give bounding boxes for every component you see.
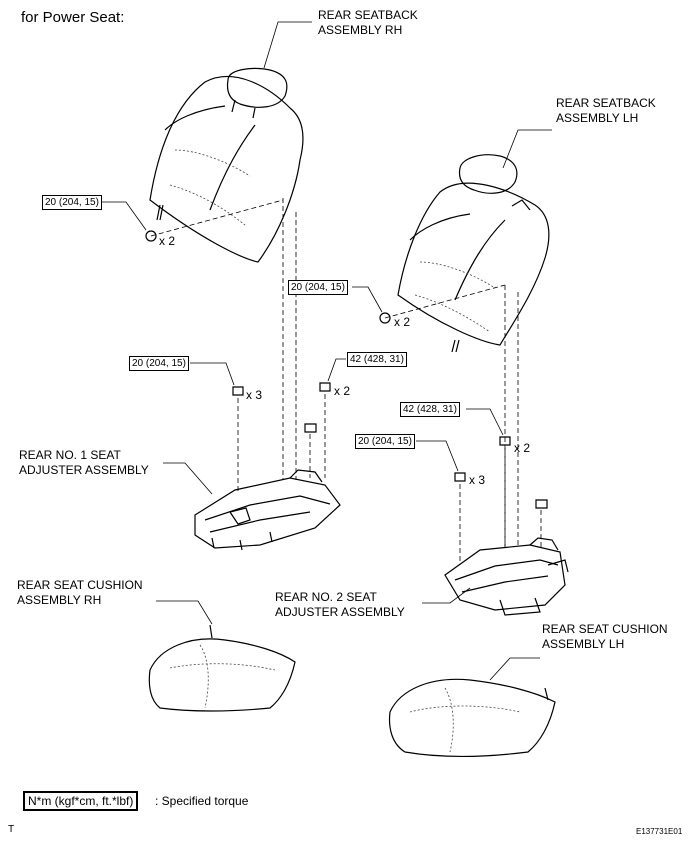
leader-adjuster-1-bolt-a	[190, 362, 235, 386]
leader-seatback-rh-nut	[101, 201, 147, 231]
page-header: for Power Seat:	[21, 9, 125, 26]
adjuster-1-bolt-a	[232, 386, 244, 492]
adjuster-2-bolt-a	[454, 472, 466, 565]
adjuster-1-illustration	[194, 469, 341, 551]
cushion-rh-label: REAR SEAT CUSHION ASSEMBLY RH	[17, 578, 143, 607]
leader-cushion-rh	[156, 600, 213, 625]
leader-adjuster-2	[422, 587, 471, 604]
qty-seatback-rh-nut: x 2	[159, 234, 176, 248]
footer-mark: T	[8, 824, 15, 835]
figure-id: E137731E01	[636, 827, 683, 836]
qty-adjuster-1-bolt-b: x 2	[334, 384, 351, 398]
leader-adjuster-1-bolt-b	[327, 358, 346, 382]
adjuster-2-nut	[535, 499, 548, 548]
leader-cushion-lh	[489, 657, 540, 681]
leader-adjuster-2-bolt-a	[416, 440, 459, 472]
adjuster-2-label: REAR NO. 2 SEAT ADJUSTER ASSEMBLY	[275, 590, 405, 619]
seatback-rh-illustration	[149, 67, 304, 263]
qty-adjuster-2-bolt-b: x 2	[514, 441, 531, 455]
qty-seatback-lh-nut: x 2	[394, 315, 411, 329]
torque-adjuster-1-bolt-a: 20 (204, 15)	[129, 356, 189, 371]
legend-torque-units: N*m (kgf*cm, ft.*lbf)	[23, 791, 139, 811]
seatback-rh-label: REAR SEATBACK ASSEMBLY RH	[318, 8, 418, 37]
adjuster-1-bolt-b	[319, 382, 331, 478]
dash-seatback-rh-a	[150, 199, 284, 237]
adjuster-2-illustration	[444, 537, 569, 616]
leader-seatback-lh	[502, 129, 552, 169]
adjuster-1-nut	[304, 423, 317, 478]
adjuster-1-label: REAR NO. 1 SEAT ADJUSTER ASSEMBLY	[19, 448, 149, 477]
torque-adjuster-2-bolt-a: 20 (204, 15)	[355, 434, 415, 449]
adjuster-2-bolt-b	[499, 436, 511, 548]
torque-seatback-lh-nut: 20 (204, 15)	[288, 280, 348, 295]
torque-adjuster-1-bolt-b: 42 (428, 31)	[347, 352, 407, 367]
torque-seatback-rh-nut: 20 (204, 15)	[42, 195, 102, 210]
cushion-lh-label: REAR SEAT CUSHION ASSEMBLY LH	[542, 622, 668, 651]
leader-seatback-rh	[263, 21, 312, 69]
leader-adjuster-2-bolt-b	[466, 408, 504, 436]
torque-adjuster-2-bolt-b: 42 (428, 31)	[400, 402, 460, 417]
leader-adjuster-1	[163, 462, 213, 495]
seatback-lh-nut	[379, 312, 391, 324]
cushion-lh-illustration	[388, 678, 556, 758]
seatback-lh-label: REAR SEATBACK ASSEMBLY LH	[556, 96, 656, 125]
seatback-rh-nut	[145, 230, 157, 242]
legend-description: : Specified torque	[155, 794, 249, 808]
qty-adjuster-1-bolt-a: x 3	[246, 388, 263, 402]
qty-adjuster-2-bolt-a: x 3	[469, 473, 486, 487]
dash-seatback-lh-a	[384, 284, 506, 319]
leader-seatback-lh-nut	[352, 286, 383, 313]
seatback-lh-illustration	[397, 154, 550, 353]
cushion-rh-illustration	[148, 624, 296, 712]
